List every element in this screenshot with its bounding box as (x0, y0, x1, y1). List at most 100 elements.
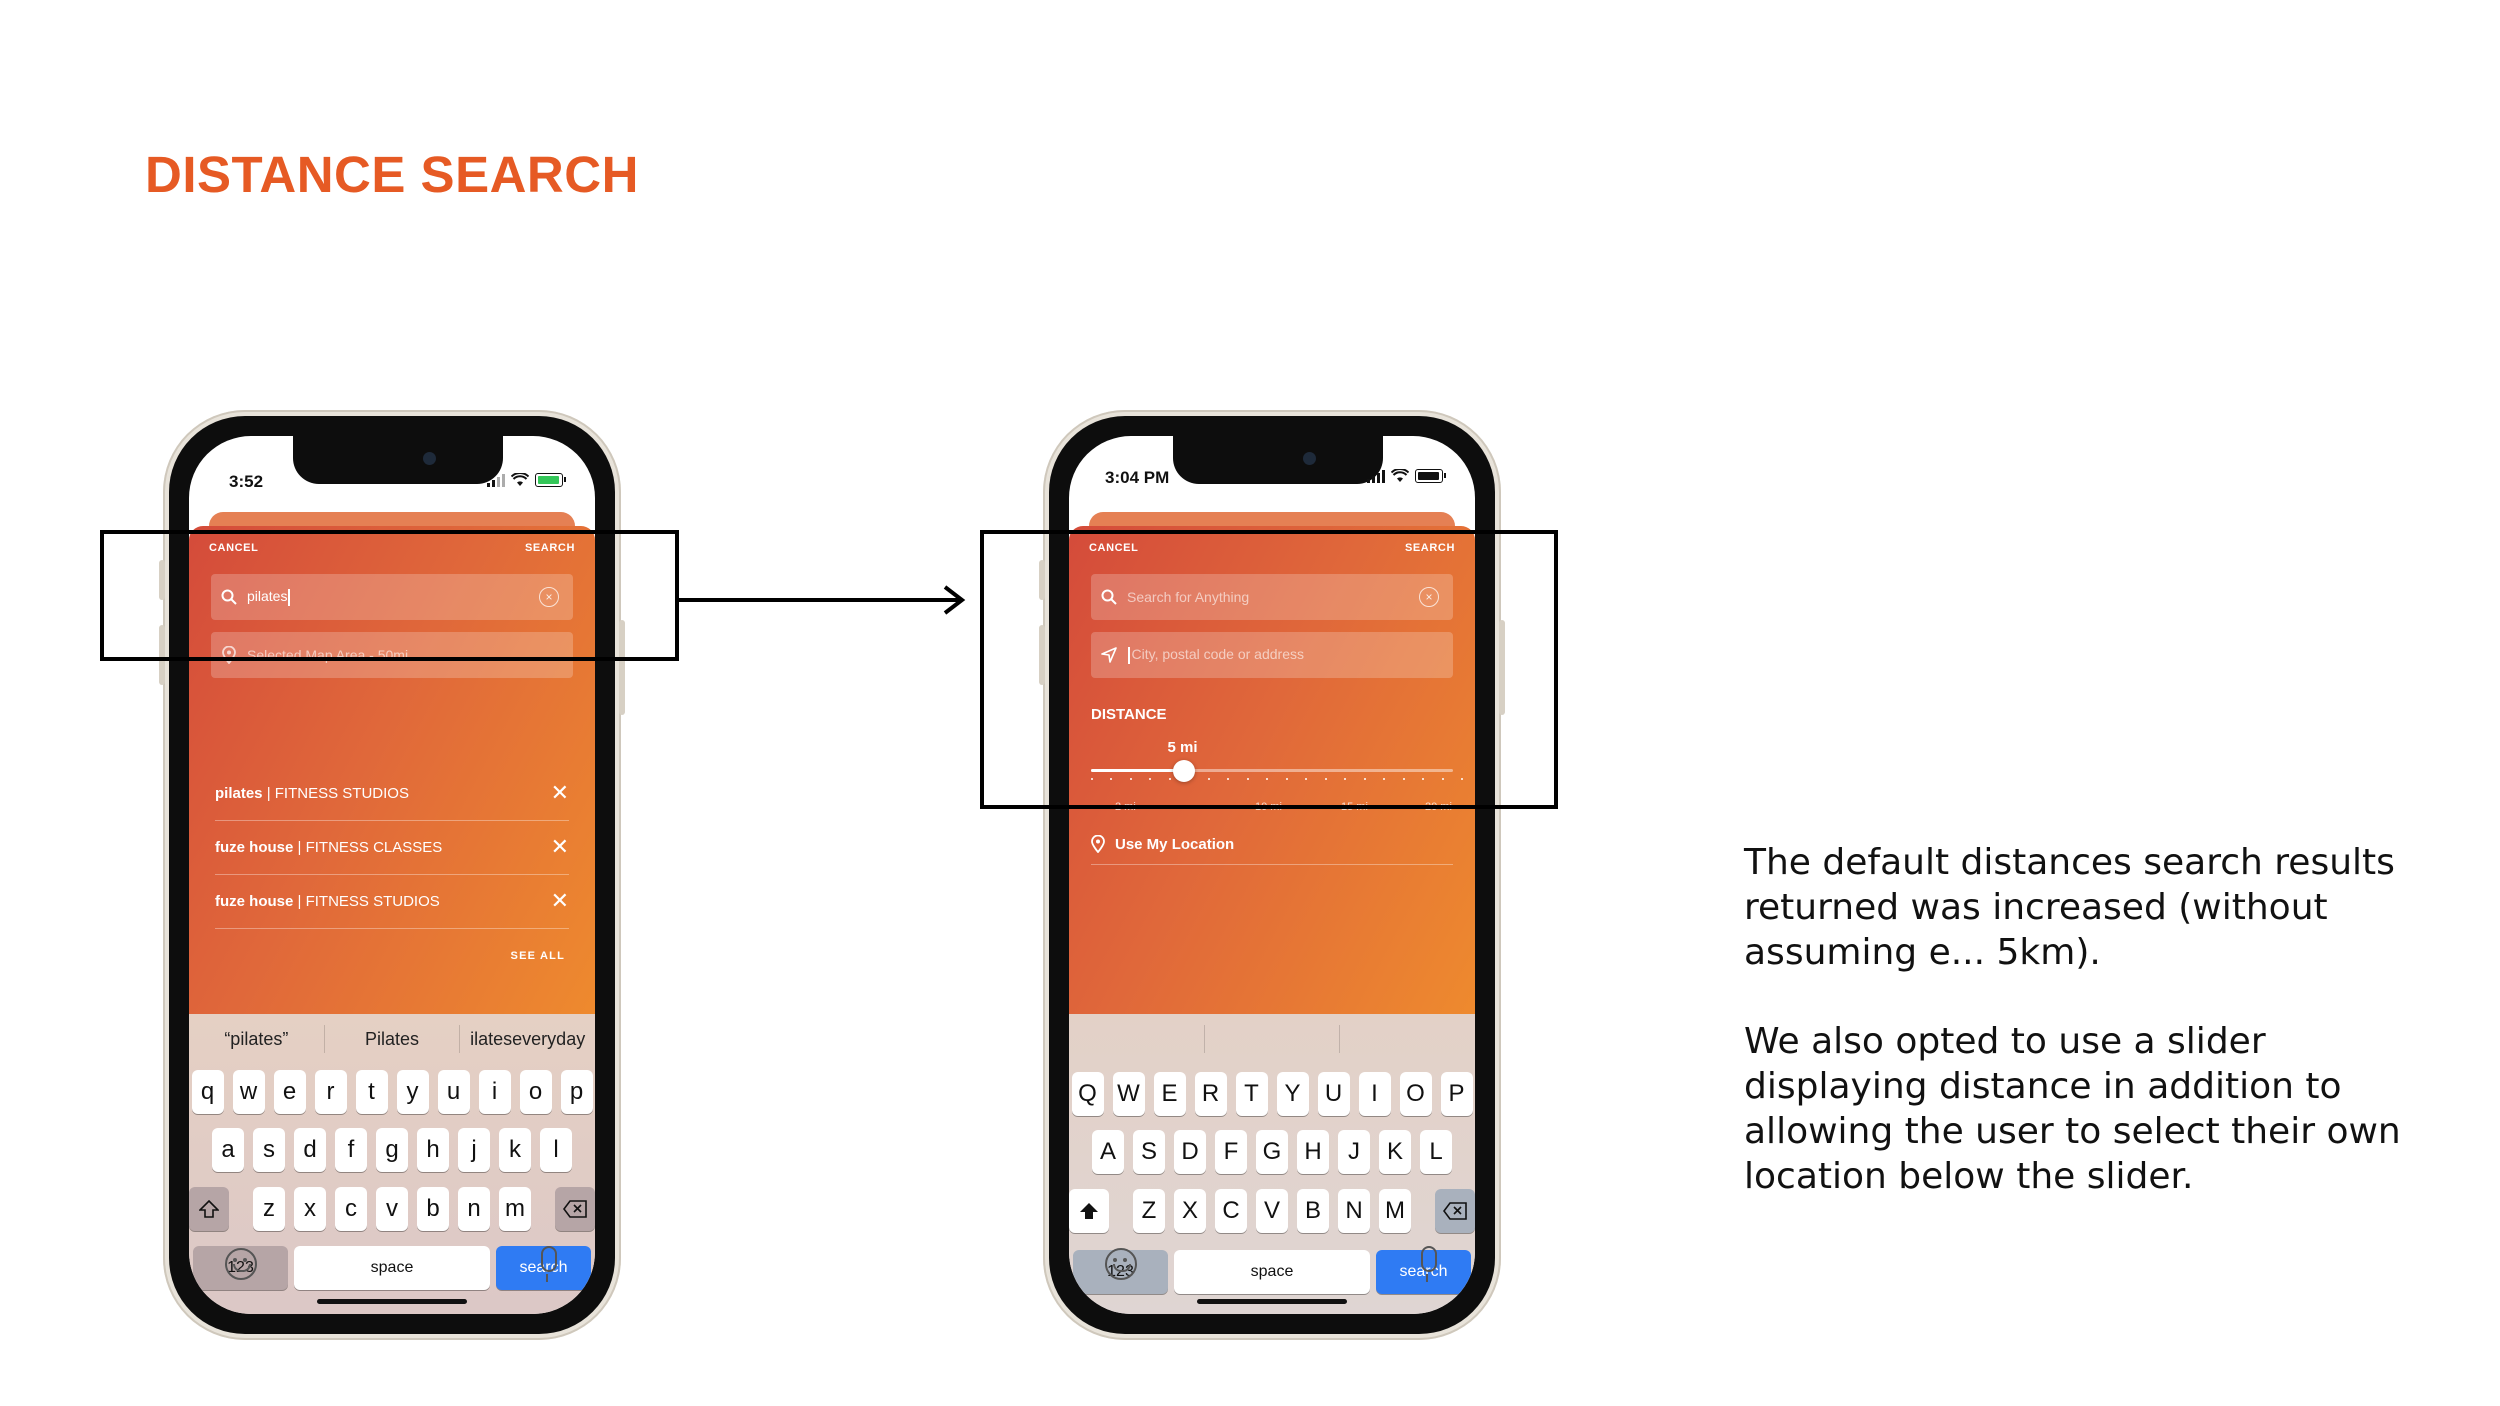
key-k[interactable]: K (1379, 1130, 1411, 1174)
key-v[interactable]: v (376, 1187, 408, 1231)
list-item[interactable]: fuze house | FITNESS CLASSES ✕ (215, 820, 569, 875)
close-icon[interactable]: ✕ (550, 834, 569, 859)
key-s[interactable]: S (1133, 1130, 1165, 1174)
key-i[interactable]: i (478, 1070, 511, 1114)
key-j[interactable]: j (458, 1128, 490, 1172)
search-icon (211, 589, 247, 605)
key-p[interactable]: P (1440, 1072, 1473, 1116)
signal-icon (487, 473, 505, 487)
search-input[interactable]: pilates × (211, 574, 573, 620)
key-m[interactable]: M (1379, 1189, 1411, 1233)
key-c[interactable]: c (335, 1187, 367, 1231)
key-q[interactable]: Q (1071, 1072, 1104, 1116)
key-q[interactable]: q (191, 1070, 224, 1114)
search-button[interactable]: SEARCH (524, 542, 575, 554)
key-o[interactable]: O (1399, 1072, 1432, 1116)
slider-tick (1168, 778, 1171, 780)
key-n[interactable]: n (458, 1187, 490, 1231)
key-l[interactable]: L (1420, 1130, 1452, 1174)
key-p[interactable]: p (560, 1070, 593, 1114)
key-r[interactable]: r (314, 1070, 347, 1114)
battery-icon (535, 473, 566, 487)
key-r[interactable]: R (1194, 1072, 1227, 1116)
delete-key[interactable] (554, 1187, 595, 1231)
key-o[interactable]: o (519, 1070, 552, 1114)
key-n[interactable]: N (1338, 1189, 1370, 1233)
key-f[interactable]: F (1215, 1130, 1247, 1174)
delete-key[interactable] (1434, 1189, 1475, 1233)
status-time: 3:04 PM (1105, 468, 1170, 487)
key-g[interactable]: g (376, 1128, 408, 1172)
key-z[interactable]: z (253, 1187, 285, 1231)
status-icons (487, 472, 566, 488)
key-h[interactable]: h (417, 1128, 449, 1172)
see-all-link[interactable]: SEE ALL (510, 950, 565, 962)
description-paragraph: We also opted to use a slider displaying… (1744, 1021, 2401, 1197)
key-y[interactable]: y (396, 1070, 429, 1114)
key-l[interactable]: l (540, 1128, 572, 1172)
prediction-item[interactable]: “pilates” (224, 1028, 289, 1049)
space-key[interactable]: space (1174, 1250, 1370, 1294)
key-t[interactable]: T (1235, 1072, 1268, 1116)
search-input[interactable]: Search for Anything × (1091, 574, 1453, 620)
space-key[interactable]: space (294, 1246, 490, 1290)
close-icon[interactable]: ✕ (550, 888, 569, 913)
key-v[interactable]: V (1256, 1189, 1288, 1233)
key-w[interactable]: W (1112, 1072, 1145, 1116)
key-c[interactable]: C (1215, 1189, 1247, 1233)
shift-key[interactable] (189, 1187, 230, 1231)
key-u[interactable]: u (437, 1070, 470, 1114)
key-x[interactable]: x (294, 1187, 326, 1231)
use-my-location-button[interactable]: Use My Location (1091, 824, 1453, 865)
slider-tick (1344, 778, 1347, 780)
key-z[interactable]: Z (1133, 1189, 1165, 1233)
key-a[interactable]: A (1092, 1130, 1124, 1174)
location-field[interactable]: Selected Map Area - 50mi (211, 632, 573, 678)
key-b[interactable]: b (417, 1187, 449, 1231)
key-t[interactable]: t (355, 1070, 388, 1114)
microphone-icon[interactable] (541, 1246, 557, 1282)
slider-tick (1129, 778, 1132, 780)
distance-value: 5 mi (1167, 739, 1198, 756)
prediction-item[interactable]: Pilates (364, 1028, 420, 1049)
slider-thumb[interactable] (1172, 760, 1195, 782)
phone-before-screen: 3:52 CANCEL SEARCH pilates × (189, 436, 595, 1314)
key-f[interactable]: f (335, 1128, 367, 1172)
key-b[interactable]: B (1297, 1189, 1329, 1233)
key-e[interactable]: E (1153, 1072, 1186, 1116)
microphone-icon[interactable] (1421, 1246, 1437, 1282)
key-g[interactable]: G (1256, 1130, 1288, 1174)
close-icon[interactable]: ✕ (550, 780, 569, 805)
emoji-icon[interactable] (225, 1248, 257, 1280)
distance-label: DISTANCE (1091, 706, 1167, 723)
key-u[interactable]: U (1317, 1072, 1350, 1116)
key-y[interactable]: Y (1276, 1072, 1309, 1116)
search-key[interactable]: search (1375, 1250, 1471, 1294)
key-h[interactable]: H (1297, 1130, 1329, 1174)
key-a[interactable]: a (212, 1128, 244, 1172)
key-s[interactable]: s (253, 1128, 285, 1172)
list-item[interactable]: fuze house | FITNESS STUDIOS ✕ (215, 874, 569, 929)
clear-icon[interactable]: × (1419, 587, 1439, 607)
prediction-item[interactable]: ilateseveryday (470, 1028, 586, 1049)
search-button[interactable]: SEARCH (1404, 542, 1455, 554)
key-e[interactable]: e (273, 1070, 306, 1114)
list-item[interactable]: pilates | FITNESS STUDIOS ✕ (215, 766, 569, 821)
cancel-button[interactable]: CANCEL (209, 542, 259, 554)
cancel-button[interactable]: CANCEL (1089, 542, 1139, 554)
key-d[interactable]: d (294, 1128, 326, 1172)
shift-key[interactable] (1069, 1189, 1110, 1233)
key-x[interactable]: X (1174, 1189, 1206, 1233)
key-i[interactable]: I (1358, 1072, 1391, 1116)
distance-slider[interactable] (1091, 769, 1453, 772)
clear-icon[interactable]: × (539, 587, 559, 607)
key-d[interactable]: D (1174, 1130, 1206, 1174)
status-time: 3:52 (229, 472, 264, 491)
key-k[interactable]: k (499, 1128, 531, 1172)
location-field[interactable]: City, postal code or address (1091, 632, 1453, 678)
key-j[interactable]: J (1338, 1130, 1370, 1174)
emoji-icon[interactable] (1105, 1248, 1137, 1280)
key-w[interactable]: w (232, 1070, 265, 1114)
key-m[interactable]: m (499, 1187, 531, 1231)
